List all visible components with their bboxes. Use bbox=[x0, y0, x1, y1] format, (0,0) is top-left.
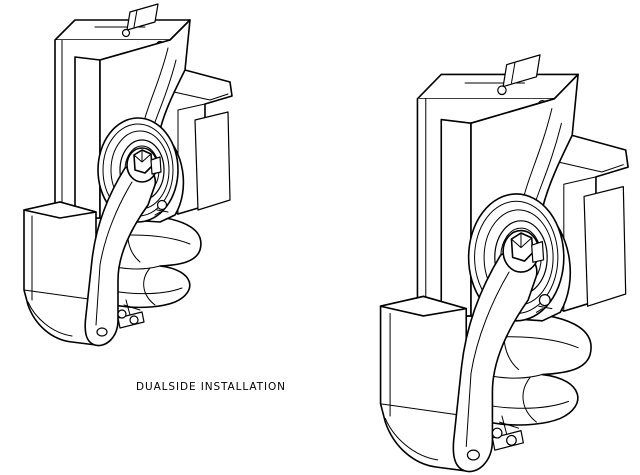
caption-label: DUALSIDE INSTALLATION bbox=[136, 381, 286, 393]
assembly-left bbox=[23, 3, 233, 347]
assembly-right bbox=[379, 53, 630, 473]
